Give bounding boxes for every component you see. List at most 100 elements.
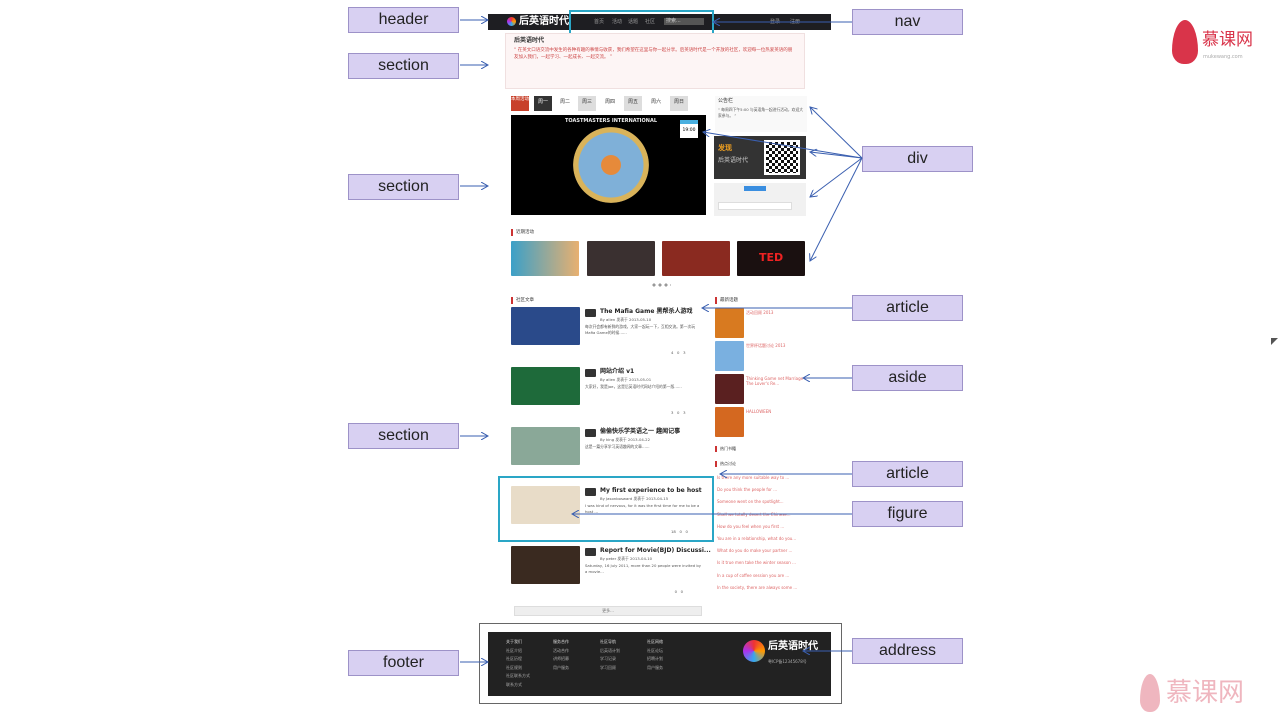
- comment-count[interactable]: 18: [671, 529, 676, 534]
- footer-link[interactable]: 社区介绍: [506, 647, 522, 653]
- event-banner[interactable]: TOASTMASTERS INTERNATIONAL 19:00: [511, 115, 706, 215]
- label-section: section: [348, 53, 459, 79]
- day-tab[interactable]: 周日: [670, 96, 688, 111]
- topic-link[interactable]: Someone went on the spotlight...: [717, 499, 784, 505]
- footer-link[interactable]: 学习回顾: [600, 664, 616, 670]
- footer-link[interactable]: 用户服务: [647, 664, 663, 670]
- footer-link[interactable]: 招聘计划: [647, 656, 663, 661]
- footer-link[interactable]: 学习记录: [600, 656, 616, 661]
- article-title[interactable]: 偷偷快乐学英语之一 趣闻记事: [600, 428, 681, 435]
- footer-link[interactable]: 社区联系方式: [506, 673, 530, 678]
- footer-link[interactable]: 讲师招募: [553, 656, 569, 661]
- view-count[interactable]: 0: [685, 529, 688, 534]
- brand-logo: 慕课网 mukewang.com: [1170, 18, 1270, 74]
- label-address: address: [852, 638, 963, 664]
- like-count[interactable]: 0: [674, 589, 678, 594]
- topics-title: 热点讨论: [715, 461, 736, 467]
- site-logo-icon: [507, 17, 516, 26]
- nav-item[interactable]: 首页: [594, 19, 605, 25]
- carousel-dots[interactable]: [651, 283, 671, 287]
- time-badge: 19:00: [680, 120, 698, 138]
- recent-photo[interactable]: TED: [737, 241, 805, 276]
- day-tab[interactable]: 周六: [650, 99, 661, 105]
- topic-link[interactable]: Do you think the people for ...: [717, 487, 778, 493]
- article-title[interactable]: My first experience to be host: [600, 487, 702, 494]
- comment-count[interactable]: 3: [671, 410, 674, 415]
- topic-link[interactable]: Is it true men take the winter season ..…: [717, 560, 796, 566]
- label-article: article: [852, 461, 963, 487]
- topic-link[interactable]: In the society, there are always some ..…: [717, 584, 798, 590]
- topic-link[interactable]: How do you feel when you first ...: [717, 523, 785, 529]
- article-counts: 4 0 3: [671, 350, 686, 356]
- subscribe-button[interactable]: [744, 186, 766, 191]
- day-tab[interactable]: 周一: [534, 96, 552, 111]
- topic-link[interactable]: In a cup of coffee session you are ...: [717, 572, 790, 578]
- article-title[interactable]: 网站介绍 v1: [600, 368, 635, 375]
- search-input[interactable]: 搜索...: [664, 18, 704, 25]
- footer-link[interactable]: 社区论坛: [647, 647, 663, 653]
- aside-link[interactable]: 世界杯话题讨论 2013: [746, 343, 786, 348]
- article-excerpt: 这是一篇分享学习英语趣闻的文章……: [585, 444, 650, 449]
- article-excerpt: 大家好，我是joe，这是后英语时代网站介绍的第一版……: [585, 384, 682, 389]
- day-tab[interactable]: 周三: [578, 96, 596, 111]
- article-meta: By allen 发表于 2013-05-10: [600, 317, 652, 322]
- label-footer: footer: [348, 650, 459, 676]
- footer-link[interactable]: 社区历程: [506, 656, 522, 661]
- aside-thumb[interactable]: [715, 374, 744, 404]
- article-thumb[interactable]: [511, 367, 580, 405]
- intro-section: 后英语时代 “ 在英文口语交流中发生的各种有趣的事情与收获，我们希望在这里与你一…: [505, 33, 805, 89]
- recent-photo[interactable]: [587, 241, 655, 276]
- recent-photo[interactable]: [662, 241, 730, 276]
- nav-item[interactable]: 社区: [645, 19, 656, 25]
- footer-link[interactable]: 社区规则: [506, 664, 522, 670]
- aside-link[interactable]: 活动回顾 2013: [746, 310, 774, 315]
- footer-link[interactable]: 后英语计划: [600, 647, 620, 653]
- qr-subtitle: 后英语时代: [718, 157, 749, 164]
- notice-text: “ 每周四下午5:00 与英语角一起进行活动，欢迎大家参与。 ”: [718, 107, 804, 118]
- label-article: article: [852, 295, 963, 321]
- site-logo[interactable]: 后英语时代: [519, 16, 569, 27]
- articles-title: 社区文章: [511, 297, 534, 304]
- topic-link[interactable]: What do you do make your partner ...: [717, 548, 793, 554]
- view-count[interactable]: 0: [680, 589, 684, 594]
- footer-link[interactable]: 用户服务: [553, 664, 569, 670]
- comment-count[interactable]: 4: [671, 350, 674, 355]
- article-thumb[interactable]: [511, 427, 580, 465]
- day-tab[interactable]: 周二: [559, 99, 570, 105]
- topic-link[interactable]: You are in a relationship, what do you..…: [717, 536, 797, 541]
- like-count[interactable]: 0: [679, 529, 682, 534]
- aside-thumb[interactable]: [715, 407, 744, 437]
- aside-thumb[interactable]: [715, 341, 744, 371]
- more-button[interactable]: 更多...: [514, 606, 702, 616]
- recent-photo[interactable]: [511, 241, 579, 276]
- aside-link[interactable]: HALLOWEEN: [746, 409, 772, 414]
- aside-thumb[interactable]: [715, 308, 744, 338]
- day-tab[interactable]: 周五: [624, 96, 642, 111]
- label-figure: figure: [852, 501, 963, 527]
- footer-address: 粤ICP备12345678号: [768, 659, 807, 664]
- article-title[interactable]: The Mafia Game 黑帮杀人游戏: [600, 308, 693, 315]
- subscribe-box: [714, 183, 806, 216]
- article-thumb[interactable]: [511, 307, 580, 345]
- subscribe-input[interactable]: [718, 202, 792, 210]
- footer-column: 关于我们社区介绍社区历程社区规则社区联系方式联系方式: [506, 638, 530, 689]
- brand-name: 慕课网: [1202, 30, 1253, 50]
- view-count[interactable]: 3: [683, 410, 686, 415]
- topic-link[interactable]: Is there any more suitable way to ...: [717, 475, 790, 480]
- day-tab[interactable]: 周四: [604, 99, 615, 105]
- footer-link[interactable]: 活动合作: [553, 647, 569, 653]
- nav-item[interactable]: 活动: [612, 19, 623, 25]
- nav-item[interactable]: 话题: [628, 19, 639, 25]
- like-count[interactable]: 0: [677, 350, 680, 355]
- footer-link[interactable]: 联系方式: [506, 681, 522, 687]
- article-title[interactable]: Report for Movie(BJD) Discussi...: [600, 547, 711, 554]
- view-count[interactable]: 3: [683, 350, 686, 355]
- article-thumb[interactable]: [511, 546, 580, 584]
- article-item: Report for Movie(BJD) Discussi... By pet…: [511, 546, 711, 598]
- article-thumb[interactable]: [511, 486, 580, 524]
- intro-title: 后英语时代: [514, 37, 545, 44]
- like-count[interactable]: 0: [677, 410, 680, 415]
- aside-link[interactable]: Thinking Game net Marriage - The Lover's…: [746, 376, 806, 386]
- article-excerpt: 每次开会都有新鲜的游戏，大家一起玩一下，互相交流。第一次玩Mafia Game的…: [585, 324, 696, 335]
